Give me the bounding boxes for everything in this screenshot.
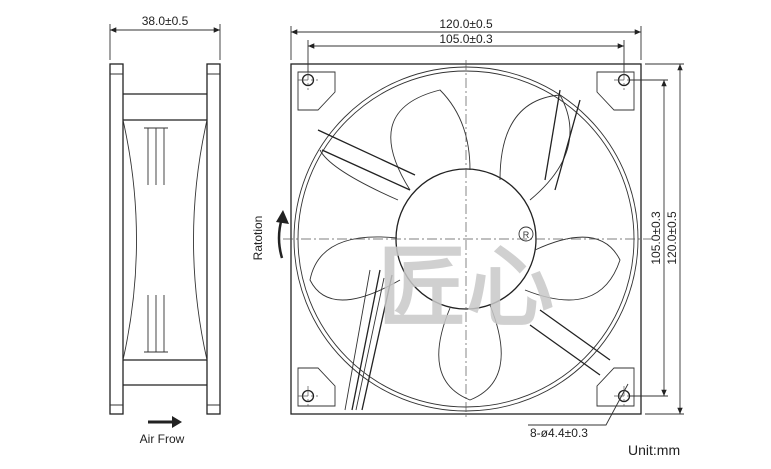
depth-dimension: 38.0±0.5 xyxy=(142,14,189,28)
hole-pitch-height-dimension: 105.0±0.3 xyxy=(649,211,663,265)
airflow-arrow-icon xyxy=(148,416,182,428)
support-spokes xyxy=(317,89,611,411)
svg-text:R: R xyxy=(523,230,530,240)
side-left-flange xyxy=(109,63,124,415)
front-view: R 匠心 120.0±0.5 105.0±0.3 105.0±0.3 120.0… xyxy=(251,17,684,440)
hole-pitch-width-dimension: 105.0±0.3 xyxy=(439,32,493,46)
side-view: 38.0±0.5 Air Frow xyxy=(109,14,221,446)
outer-height-dimension: 120.0±0.5 xyxy=(665,211,679,265)
unit-label: Unit:mm xyxy=(628,442,680,458)
rotation-label: Ratotion xyxy=(251,216,265,261)
airflow-label: Air Frow xyxy=(140,432,185,446)
fan-blades xyxy=(309,89,621,401)
side-right-flange xyxy=(206,63,221,415)
hole-dimension: 8-ø4.4±0.3 xyxy=(530,426,588,440)
registered-mark-icon: R xyxy=(518,226,534,242)
watermark: 匠心 xyxy=(378,236,554,339)
outer-width-dimension: 120.0±0.5 xyxy=(439,17,493,31)
rotation-arrow-icon xyxy=(276,210,289,259)
